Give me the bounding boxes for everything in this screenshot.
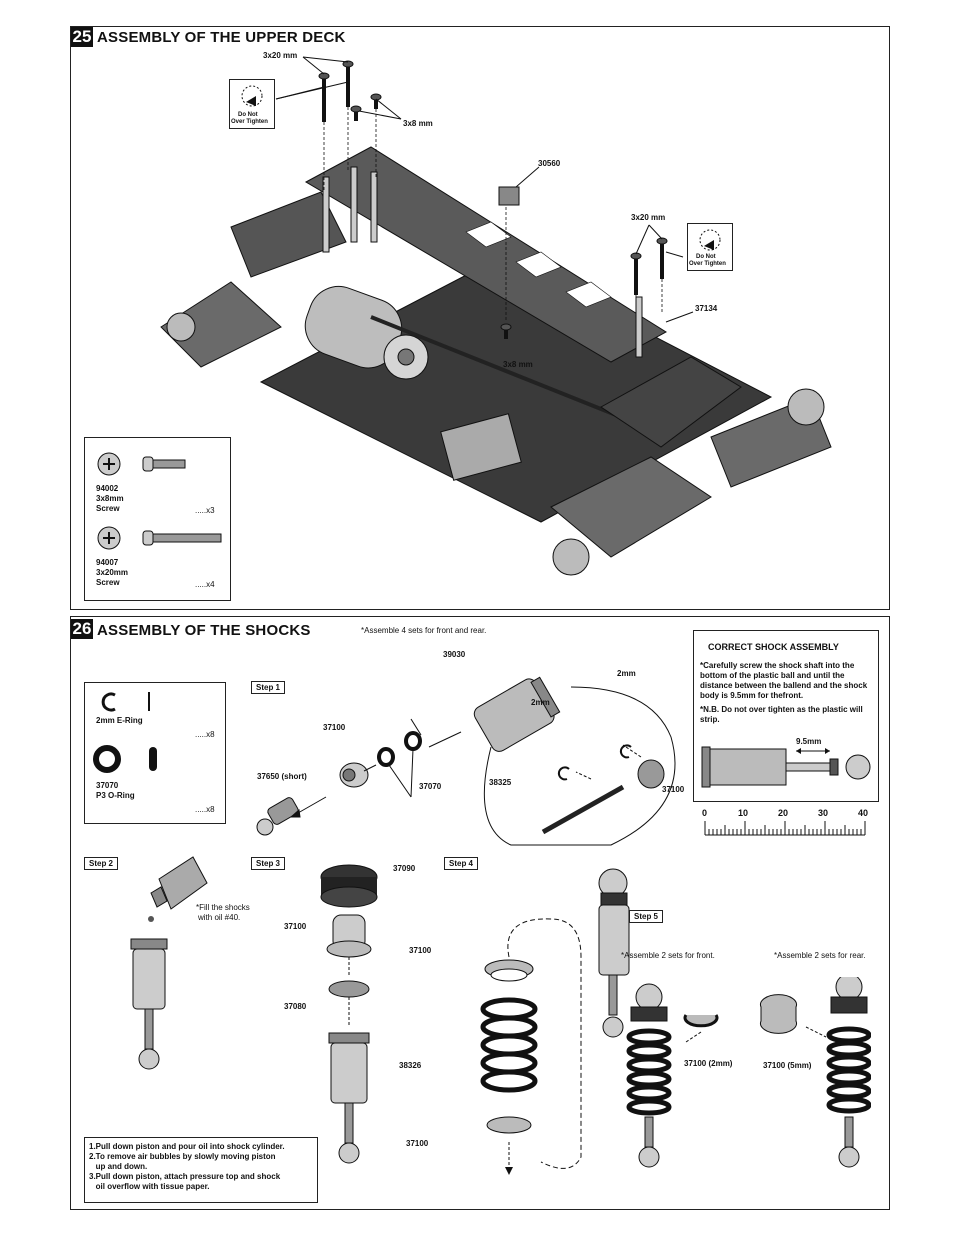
- screw-3x8-mid-label: 3x8 mm: [503, 360, 533, 369]
- step4-38326: 38326: [399, 1061, 422, 1070]
- step5-front-note: *Assemble 2 sets for front.: [621, 951, 715, 960]
- parts-box-25: 94002 3x8mm Screw .....x3 94007 3x20mm S…: [84, 437, 231, 601]
- assemble-note: *Assemble 4 sets for front and rear.: [361, 626, 487, 635]
- do-not-label-2: Do Not: [696, 254, 716, 260]
- correct-shock-dimension: 9.5mm: [796, 737, 822, 746]
- instruction-line-1: 1.Pull down piston and pour oil into sho…: [89, 1142, 285, 1151]
- step3-37080: 37080: [284, 1002, 307, 1011]
- correct-shock-assembly-box: CORRECT SHOCK ASSEMBLY *Carefully screw …: [693, 630, 879, 802]
- instruction-line-3: up and down.: [89, 1162, 148, 1171]
- screw-3x20-right-label: 3x20 mm: [631, 213, 666, 222]
- instruction-line-2: 2.To remove air bubbles by slowly moving…: [89, 1152, 276, 1161]
- ruler: [704, 821, 866, 836]
- part-94007-code: 94007: [96, 558, 119, 567]
- step2-fill-note-2: with oil #40.: [198, 913, 241, 922]
- part-94002-code: 94002: [96, 484, 119, 493]
- upper-deck-illustration: [160, 56, 832, 576]
- step3-37090: 37090: [393, 864, 416, 873]
- step-4-label: Step 4: [444, 857, 479, 870]
- step1-38325: 38325: [489, 778, 512, 787]
- step1-39030: 39030: [443, 650, 466, 659]
- step-1-exploded-illustration: [256, 676, 676, 846]
- step-3-illustration: [320, 864, 378, 1164]
- part-37134-label: 37134: [695, 304, 718, 313]
- screw-3x8-icon: [97, 452, 186, 476]
- step5-rear-part: 37100 (5mm): [763, 1061, 812, 1070]
- section-26-panel: 26 ASSEMBLY OF THE SHOCKS *Assemble 4 se…: [70, 616, 890, 1210]
- part-30560-label: 30560: [538, 159, 561, 168]
- step3-37100: 37100: [284, 922, 307, 931]
- ruler-label-30: 30: [818, 808, 829, 818]
- step2-fill-note-1: *Fill the shocks: [196, 903, 250, 912]
- e-ring-qty: .....x8: [195, 730, 215, 739]
- part-94002-name: Screw: [96, 504, 120, 513]
- section-26-number: 26: [71, 619, 93, 639]
- section-25-title: ASSEMBLY OF THE UPPER DECK: [97, 29, 346, 46]
- ruler-label-0: 0: [702, 808, 708, 818]
- section-25-panel: 25 ASSEMBLY OF THE UPPER DECK: [70, 26, 890, 610]
- correct-shock-title: CORRECT SHOCK ASSEMBLY: [708, 642, 839, 652]
- step1-37070: 37070: [419, 782, 442, 791]
- over-tighten-label-2: Over Tighten: [689, 261, 726, 267]
- instruction-line-5: oil overflow with tissue paper.: [89, 1182, 210, 1191]
- o-ring-name: P3 O-Ring: [96, 791, 135, 800]
- part-94007-size: 3x20mm: [96, 568, 129, 577]
- step-2-illustration: [130, 856, 208, 1070]
- step4-37100-a: 37100: [409, 946, 432, 955]
- tighten-warning-icon: [699, 229, 721, 251]
- correct-shock-illustration: [701, 746, 871, 788]
- screw-3x20-top-label: 3x20 mm: [263, 51, 298, 60]
- step-2-label: Step 2: [84, 857, 119, 870]
- step1-2mm-a: 2mm: [531, 698, 550, 707]
- step5-front-part: 37100 (2mm): [684, 1059, 733, 1068]
- step1-37100-b: 37100: [662, 785, 685, 794]
- ruler-label-10: 10: [738, 808, 749, 818]
- tighten-warning-icon: [241, 85, 263, 107]
- ruler-label-40: 40: [858, 808, 869, 818]
- part-37070-code: 37070: [96, 781, 119, 790]
- screw-3x20-icon: [97, 526, 222, 550]
- e-ring-icon: [101, 692, 150, 712]
- step-5-illustration: [626, 977, 871, 1168]
- do-not-over-tighten-box-2: Do Not Over Tighten: [687, 223, 733, 271]
- screw-3x8-top-label: 3x8 mm: [403, 119, 433, 128]
- step-3-label: Step 3: [251, 857, 286, 870]
- parts-box-26: 2mm E-Ring .....x8 37070 P3 O-Ring .....…: [84, 682, 226, 824]
- do-not-over-tighten-box-1: Do Not Over Tighten: [229, 79, 275, 129]
- section-26-title: ASSEMBLY OF THE SHOCKS: [97, 622, 311, 639]
- step-4-illustration: [480, 868, 630, 1175]
- step-5-label: Step 5: [629, 910, 664, 923]
- step-1-label: Step 1: [251, 681, 286, 694]
- section-25-number: 25: [71, 27, 93, 47]
- o-ring-icon: [93, 745, 157, 773]
- step1-2mm-b: 2mm: [617, 669, 636, 678]
- o-ring-qty: .....x8: [195, 805, 215, 814]
- do-not-label-1: Do Not: [238, 112, 258, 118]
- over-tighten-label-1: Over Tighten: [231, 119, 268, 125]
- step5-rear-note: *Assemble 2 sets for rear.: [774, 951, 866, 960]
- ruler-label-20: 20: [778, 808, 789, 818]
- part-94007-name: Screw: [96, 578, 120, 587]
- part-94007-qty: .....x4: [195, 580, 215, 589]
- step1-37100-a: 37100: [323, 723, 346, 732]
- instruction-line-4: 3.Pull down piston, attach pressure top …: [89, 1172, 281, 1181]
- step1-37650: 37650 (short): [257, 772, 307, 781]
- part-94002-qty: .....x3: [195, 506, 215, 515]
- e-ring-name: 2mm E-Ring: [96, 716, 143, 725]
- correct-shock-note-2: *N.B. Do not over tighten as the plastic…: [700, 705, 863, 724]
- step4-37100-b: 37100: [406, 1139, 429, 1148]
- part-94002-size: 3x8mm: [96, 494, 124, 503]
- instructions-box: 1.Pull down piston and pour oil into sho…: [84, 1137, 318, 1203]
- correct-shock-note-1: *Carefully screw the shock shaft into th…: [700, 661, 868, 700]
